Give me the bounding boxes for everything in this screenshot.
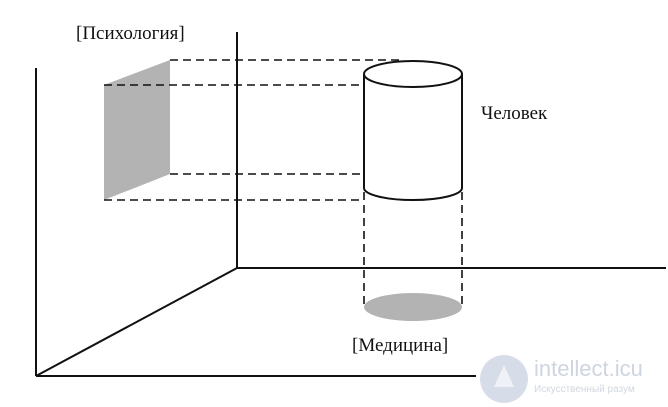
projection-medicine <box>364 293 462 321</box>
dashed-projection-lines-vertical <box>363 192 463 307</box>
projection-psychology <box>104 60 170 200</box>
label-human: Человек <box>481 103 548 124</box>
dashed-projection-lines-horizontal <box>104 59 400 201</box>
cylinder-human <box>363 60 463 201</box>
label-psychology: [Психология] <box>76 23 185 44</box>
label-medicine: [Медицина] <box>352 335 449 356</box>
watermark-logo-icon <box>480 355 528 403</box>
watermark-site: intellect.icu <box>534 356 643 381</box>
watermark: intellect.icu Искусственный разум <box>480 353 668 407</box>
axis-diagonal <box>35 267 238 377</box>
watermark-subtitle: Искусственный разум <box>534 384 635 395</box>
